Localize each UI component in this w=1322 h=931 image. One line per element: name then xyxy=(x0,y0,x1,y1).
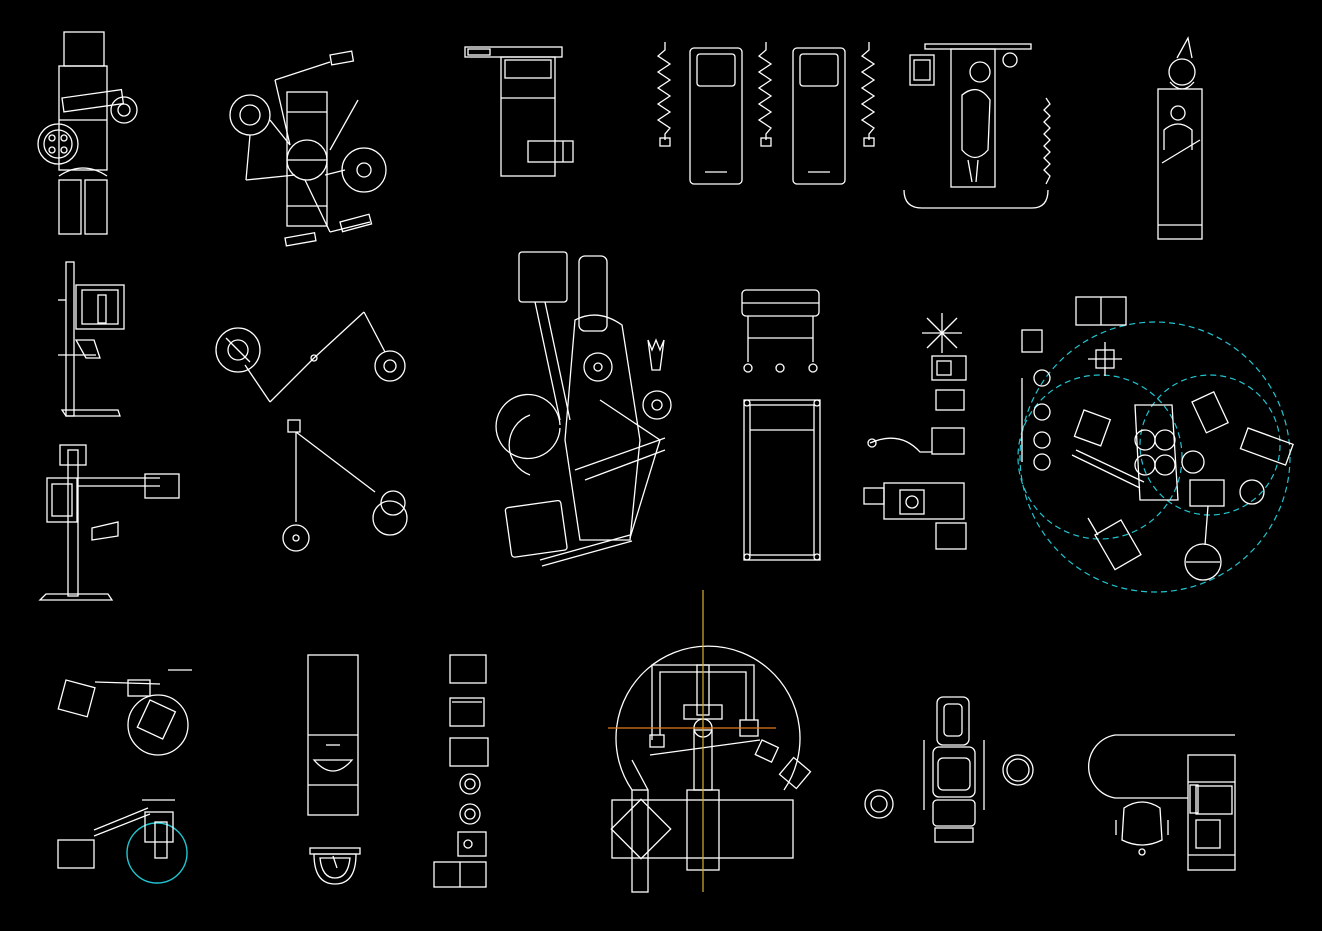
ceiling-pendant-lamp-icon[interactable] xyxy=(57,669,192,884)
wall-xray-unit-icon[interactable] xyxy=(58,261,125,417)
hospital-beds-with-curtains-icon[interactable] xyxy=(656,42,876,185)
medical-cabinets-stack-icon[interactable] xyxy=(433,654,489,888)
articulated-examination-lamp-icon[interactable] xyxy=(215,311,408,552)
triple-arm-surgical-lamp-icon[interactable] xyxy=(229,50,387,247)
wash-basin-cabinet-icon[interactable] xyxy=(307,654,361,885)
overhead-surgical-light-icon[interactable] xyxy=(37,31,138,235)
anesthesia-cart-icon[interactable] xyxy=(863,313,967,550)
reception-desk-icon[interactable] xyxy=(1088,734,1236,871)
floor-xray-stand-icon[interactable] xyxy=(38,444,180,601)
patient-bed-with-person-icon[interactable] xyxy=(903,43,1051,209)
dental-chair-with-arms-icon[interactable] xyxy=(495,251,672,567)
radiology-table-with-patient-icon[interactable] xyxy=(1157,36,1203,240)
operating-table-with-rail-icon[interactable] xyxy=(464,46,574,177)
dental-chair-plan-icon[interactable] xyxy=(864,696,1034,843)
c-arm-xray-icon[interactable] xyxy=(608,590,812,893)
stretcher-trolley-icon[interactable] xyxy=(741,289,821,561)
operating-room-layout-icon[interactable] xyxy=(1017,296,1294,593)
